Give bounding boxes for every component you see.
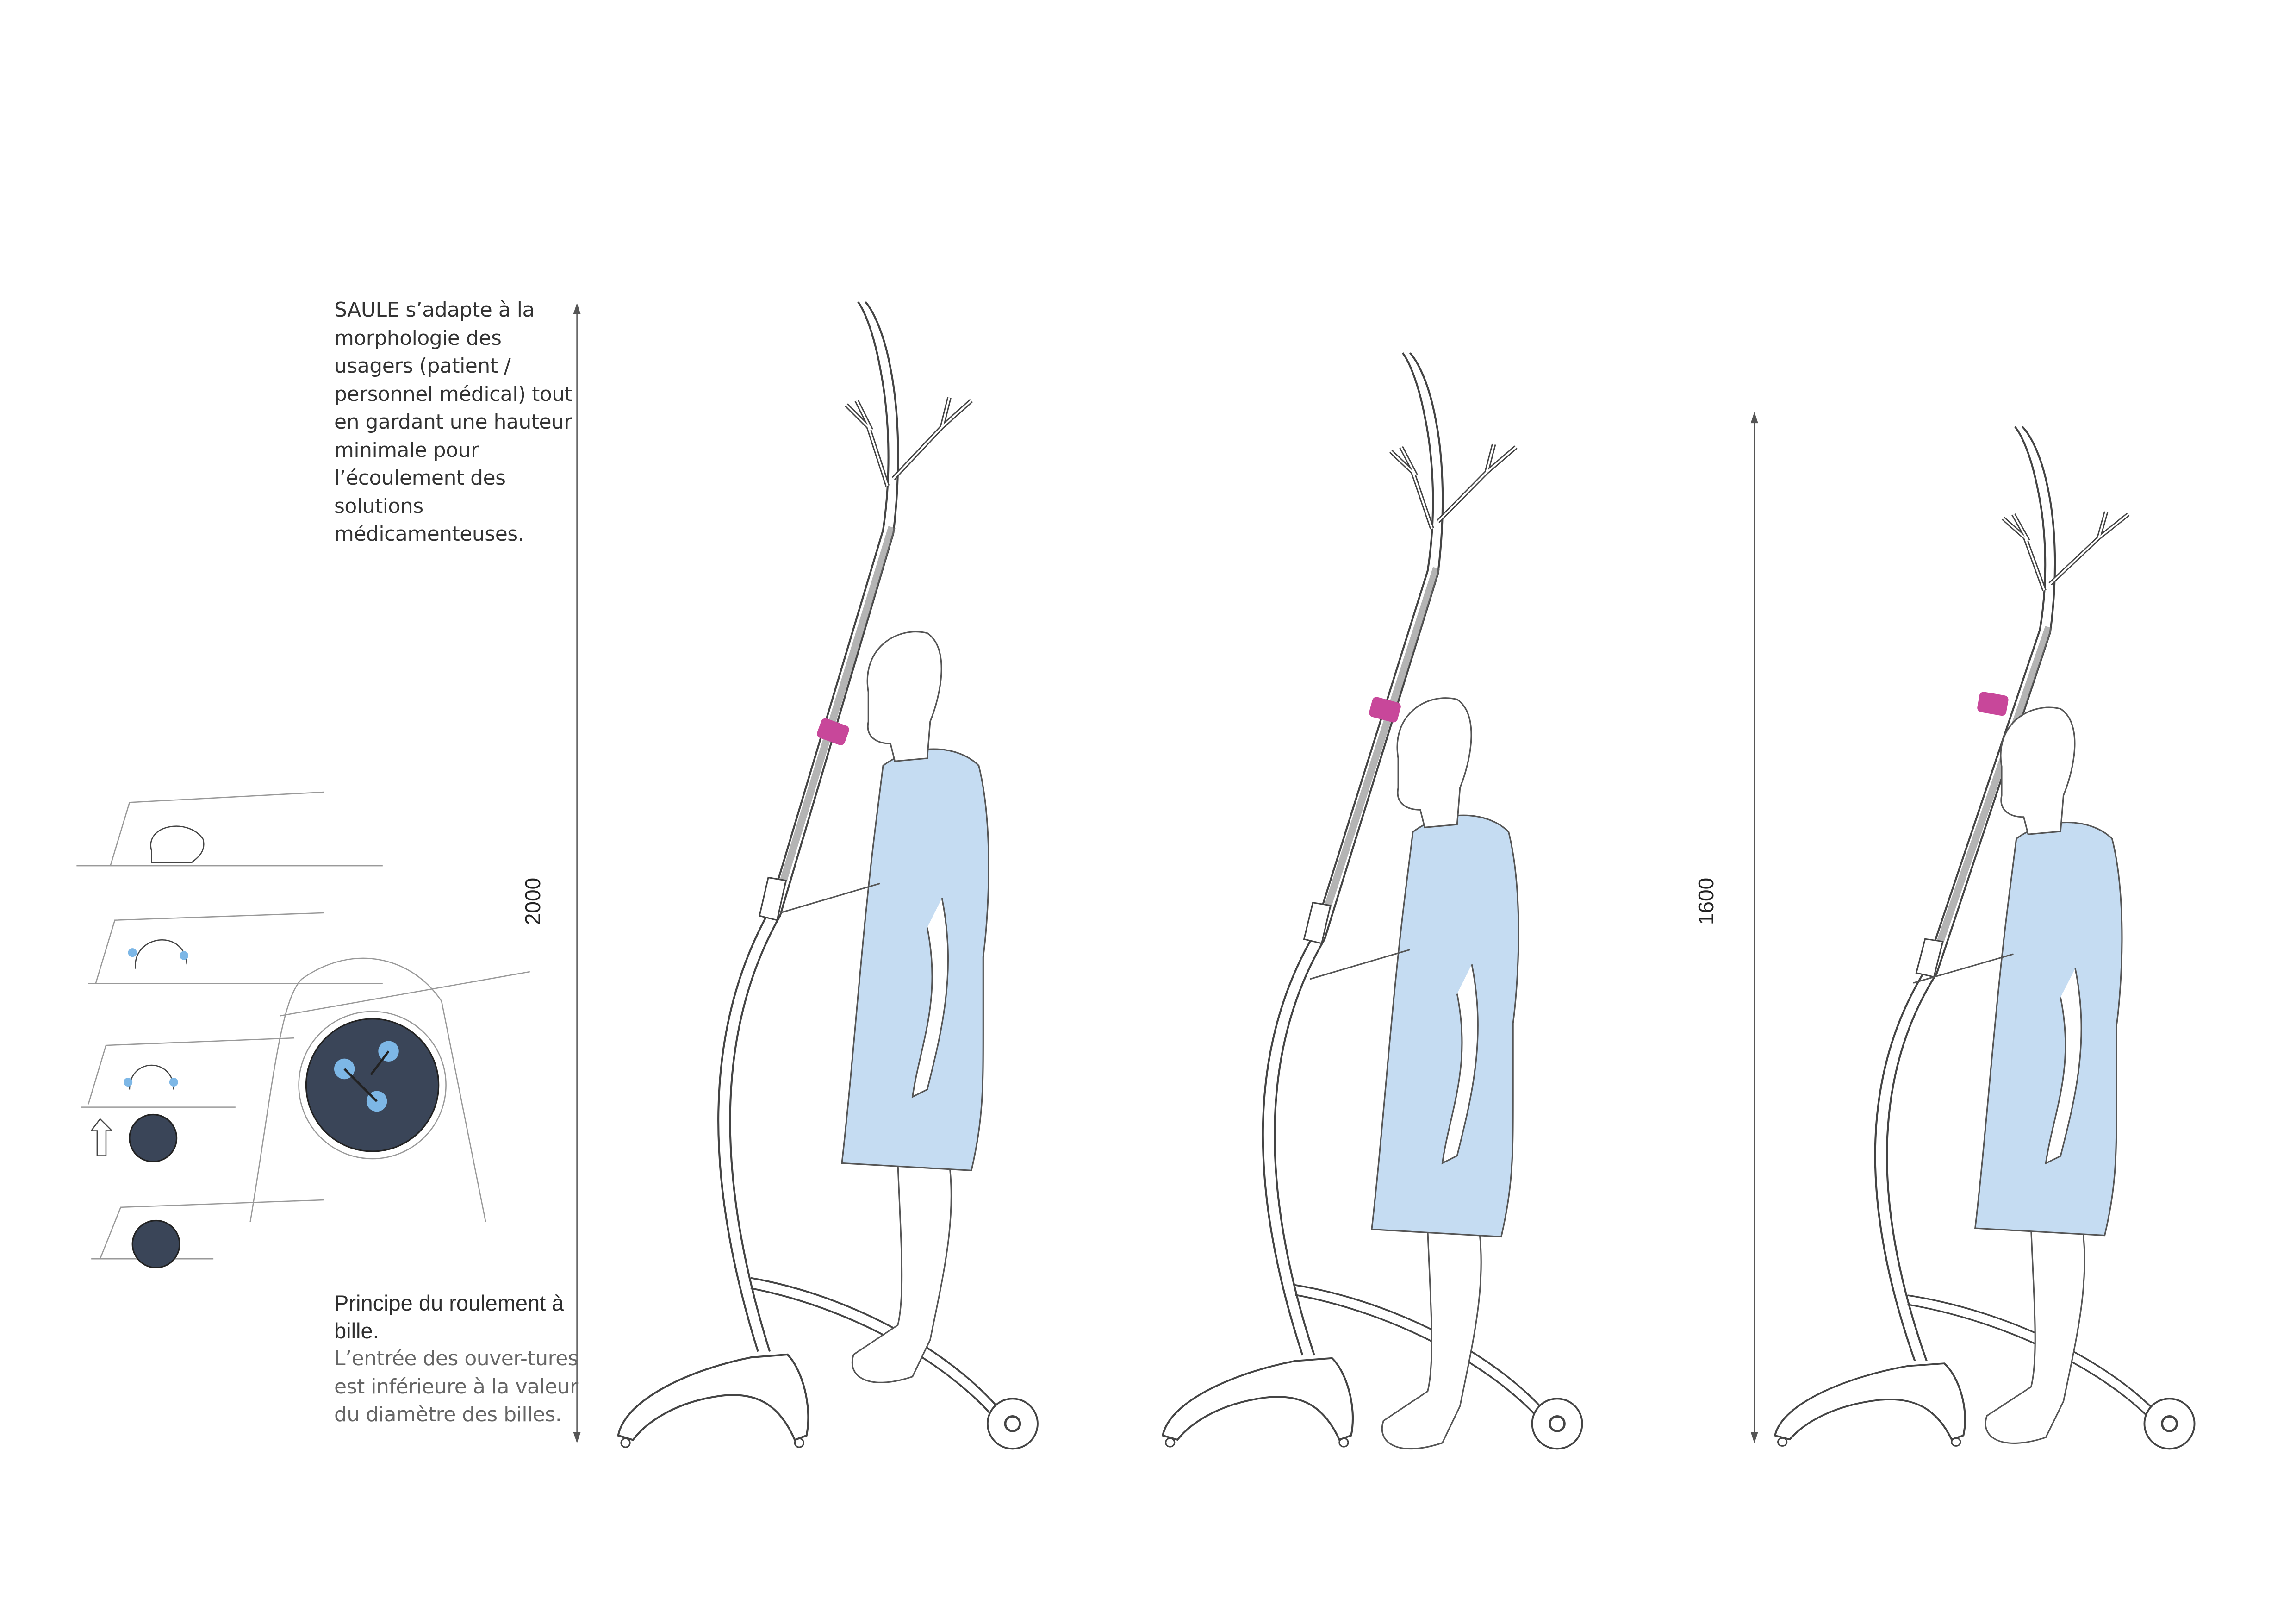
iv-stand-short bbox=[1775, 426, 2194, 1449]
ball-bearing-title: Principe du roulement à bille. bbox=[334, 1291, 564, 1343]
iv-stand-medium bbox=[1163, 353, 1582, 1449]
ball-bearing-balls bbox=[124, 948, 440, 1268]
dimension-line-1600 bbox=[1750, 412, 1758, 1443]
min-height-label: 1600 bbox=[1694, 877, 1718, 925]
height-collar bbox=[1977, 692, 2009, 716]
ball-bearing-sketches bbox=[76, 791, 530, 1260]
patient-figure bbox=[1912, 706, 2123, 1444]
intro-description: SAULE s’adapte à la morphologie des usag… bbox=[334, 298, 572, 546]
height-collar bbox=[1369, 697, 1401, 723]
patient-figure bbox=[1309, 697, 1519, 1450]
ball-bearing-description: L’entrée des ouver-tures est inférieure … bbox=[334, 1347, 579, 1426]
iv-stand-tall bbox=[618, 302, 1038, 1449]
patient-figure bbox=[779, 631, 989, 1383]
dimension-line-2000 bbox=[573, 303, 581, 1443]
height-collar bbox=[817, 718, 849, 745]
max-height-label: 2000 bbox=[521, 877, 545, 925]
